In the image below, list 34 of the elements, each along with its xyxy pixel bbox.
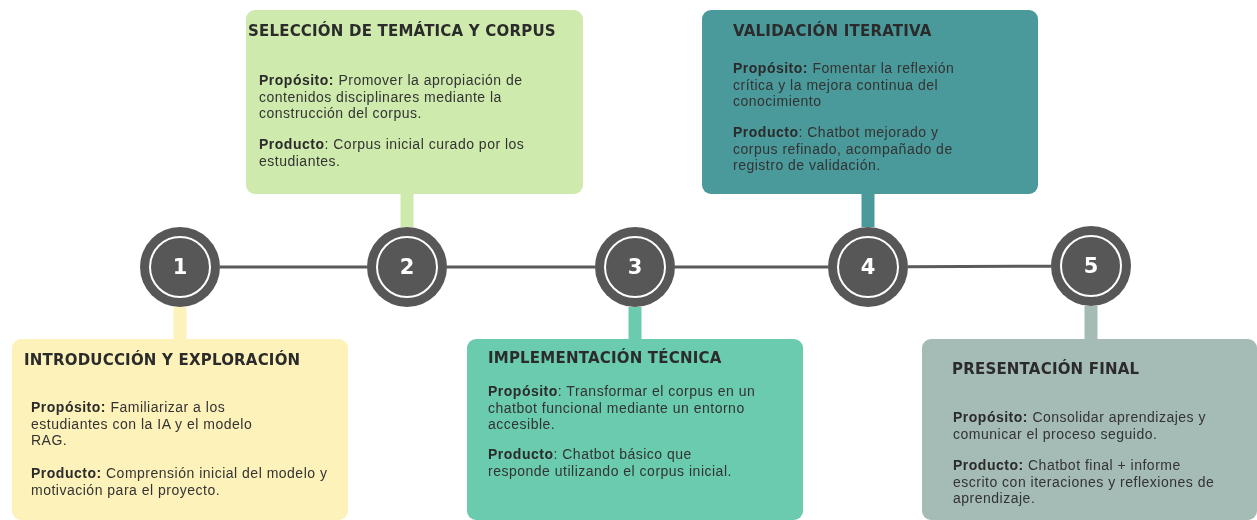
phase-card xyxy=(246,10,583,194)
phase-description: Producto: Comprensión inicial del modelo y motivación para el proyecto. xyxy=(31,465,329,498)
phase-heading: INTRODUCCIÓN Y EXPLORACIÓN xyxy=(24,351,301,369)
phase-heading: SELECCIÓN DE TEMÁTICA Y CORPUS xyxy=(248,22,556,40)
step-number: 5 xyxy=(1083,254,1099,278)
phase-description: Propósito: Fomentar la reflexión crítica y la mejora continua del conocimiento xyxy=(733,60,956,110)
phase-description: Propósito: Transformar el corpus en un chatbot funcional mediante un entorno accesible. xyxy=(488,383,757,433)
phase-description: Producto: Chatbot básico que responde utilizando el corpus inicial. xyxy=(488,446,733,479)
phase-heading: PRESENTACIÓN FINAL xyxy=(952,360,1140,378)
phase-description: Propósito: Promover la apropiación de contenidos disciplinares mediante la construcción del corpus. xyxy=(259,72,524,122)
timeline-line xyxy=(220,265,367,269)
phase-card xyxy=(12,339,348,520)
phase-description: Producto: Corpus inicial curado por los estudiantes. xyxy=(259,136,526,169)
phase-card xyxy=(922,339,1257,520)
phase-card xyxy=(467,339,803,520)
step-number: 1 xyxy=(172,255,188,279)
step-number: 3 xyxy=(627,255,643,279)
step-number: 2 xyxy=(399,255,415,279)
connector-stem xyxy=(1084,306,1098,339)
phase-description: Propósito: Consolidar aprendizajes y comunicar el proceso seguido. xyxy=(953,409,1207,442)
connector-stem xyxy=(861,194,875,227)
connector-stem xyxy=(400,194,414,227)
step-number: 4 xyxy=(860,255,876,279)
phase-description: Propósito: Familiarizar a los estudiantes con la IA y el modelo RAG. xyxy=(31,399,254,449)
phase-heading: VALIDACIÓN ITERATIVA xyxy=(733,22,932,40)
phase-description: Producto: Chatbot final + informe escrito con iteraciones y reflexiones de aprendizaje. xyxy=(953,457,1216,507)
connector-stem xyxy=(628,307,642,339)
connector-stem xyxy=(173,307,187,339)
phase-card xyxy=(702,10,1038,194)
timeline-line xyxy=(908,264,1051,269)
phase-heading: IMPLEMENTACIÓN TÉCNICA xyxy=(488,349,722,367)
phase-description: Producto: Chatbot mejorado y corpus refinado, acompañado de registro de validación. xyxy=(733,124,954,174)
timeline-line xyxy=(447,265,595,269)
timeline-line xyxy=(675,265,828,269)
